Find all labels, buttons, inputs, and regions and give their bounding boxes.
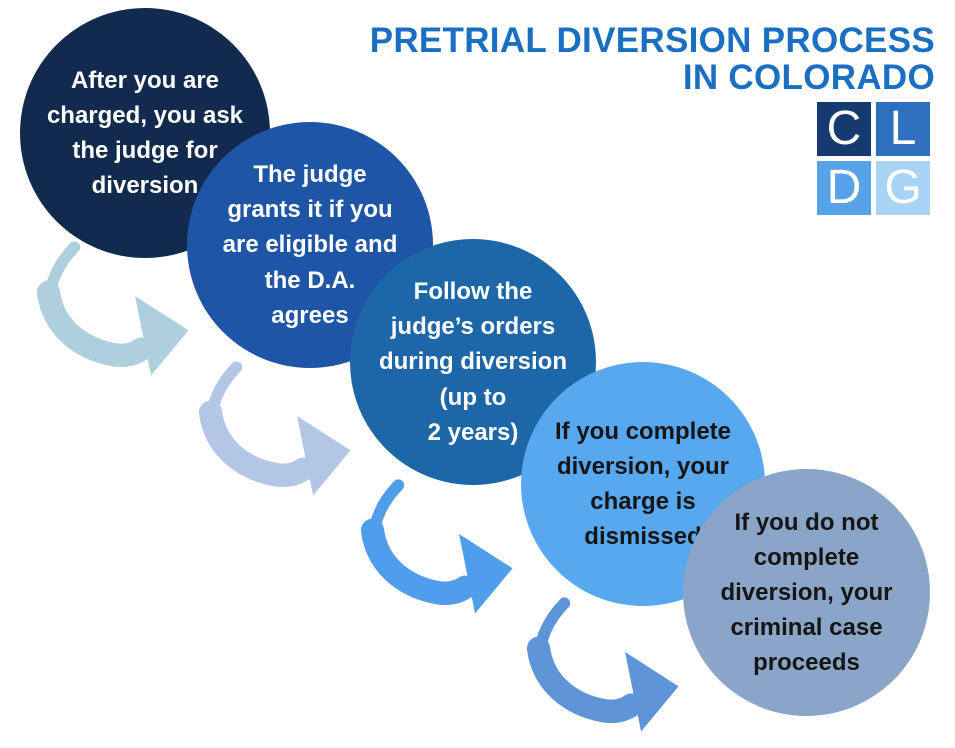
logo-letter-g: G <box>884 161 922 214</box>
title-line-1: PRETRIAL DIVERSION PROCESS <box>369 21 935 60</box>
logo-square-c: C <box>817 102 871 156</box>
step-circle-1: After you are charged, you ask the judge… <box>20 8 270 258</box>
step-3-text: Follow the judge’s orders during diversi… <box>378 278 567 446</box>
step-2-text: The judge grants it if you are eligible … <box>222 161 398 329</box>
curved-arrow-icon-4 <box>518 596 683 736</box>
infographic-title: PRETRIAL DIVERSION PROCESS IN COLORADO <box>370 22 935 97</box>
logo-square-g: G <box>876 161 930 215</box>
logo-square-d: D <box>817 161 871 215</box>
logo-letter-l: L <box>889 102 917 155</box>
curved-arrow-icon-3 <box>352 478 517 618</box>
step-circle-4: If you complete diversion, your charge i… <box>521 362 765 606</box>
logo-letter-c: C <box>826 102 862 155</box>
step-4-text: If you complete diversion, your charge i… <box>554 417 732 551</box>
curved-arrow-icon-2 <box>190 360 355 500</box>
logo-letter-d: D <box>826 161 862 214</box>
step-1-text: After you are charged, you ask the judge… <box>46 66 244 200</box>
step-circle-2: The judge grants it if you are eligible … <box>187 122 433 368</box>
step-circle-5: If you do not complete diversion, your c… <box>683 469 930 716</box>
curved-arrow-icon-1 <box>28 240 193 380</box>
title-line-2: IN COLORADO <box>682 58 935 98</box>
step-5-text: If you do not complete diversion, your c… <box>720 508 893 677</box>
cldg-logo: C L D G <box>817 102 930 215</box>
logo-square-l: L <box>876 102 930 156</box>
